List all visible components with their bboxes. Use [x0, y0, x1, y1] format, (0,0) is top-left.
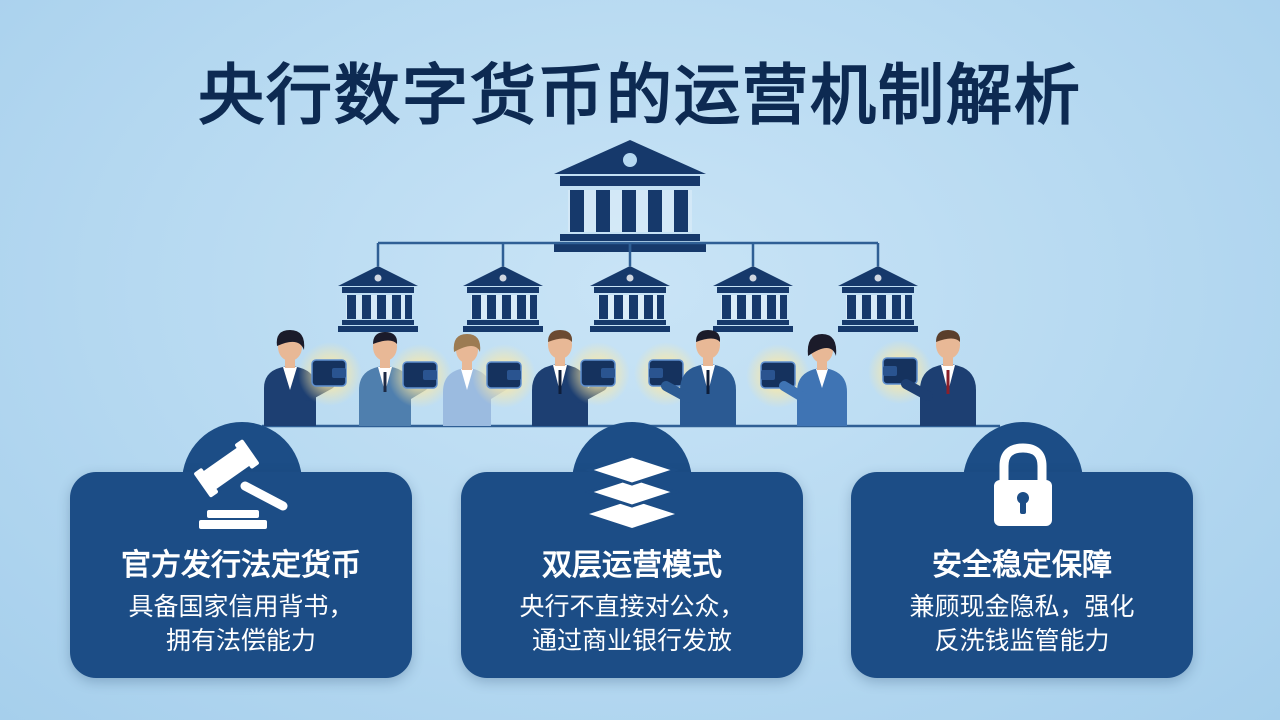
- digital-wallet-icon: [472, 344, 536, 408]
- commercial-bank-icon: [838, 266, 918, 332]
- person-icon: [661, 330, 736, 426]
- connector-lines: [376, 241, 880, 266]
- commercial-banks: [338, 266, 918, 332]
- people-row: [264, 330, 976, 426]
- person-icon: [779, 334, 847, 426]
- central-bank-icon: [554, 140, 706, 252]
- card-description: 具备国家信用背书， 拥有法偿能力: [128, 592, 354, 655]
- gavel-icon: [194, 439, 288, 529]
- commercial-bank-icon: [338, 266, 418, 332]
- commercial-bank-icon: [463, 266, 543, 332]
- digital-wallet-icon: [298, 342, 362, 406]
- padlock-icon: [994, 443, 1052, 526]
- card-title: 官方发行法定货币: [121, 548, 361, 583]
- commercial-bank-icon: [713, 266, 793, 332]
- layers-icon: [584, 454, 680, 528]
- card-title: 双层运营模式: [542, 548, 722, 583]
- feature-card-issuance: [70, 472, 412, 678]
- page-title: 央行数字货币的运营机制解析: [198, 57, 1082, 134]
- digital-wallet-icon: [388, 344, 452, 408]
- card-title: 安全稳定保障: [932, 548, 1112, 583]
- commercial-bank-icon: [590, 266, 670, 332]
- card-description: 兼顾现金隐私，强化 反洗钱监管能力: [909, 592, 1135, 655]
- person-icon: [901, 330, 976, 426]
- card-description: 央行不直接对公众， 通过商业银行发放: [519, 592, 745, 655]
- digital-wallet-icon: [566, 342, 630, 406]
